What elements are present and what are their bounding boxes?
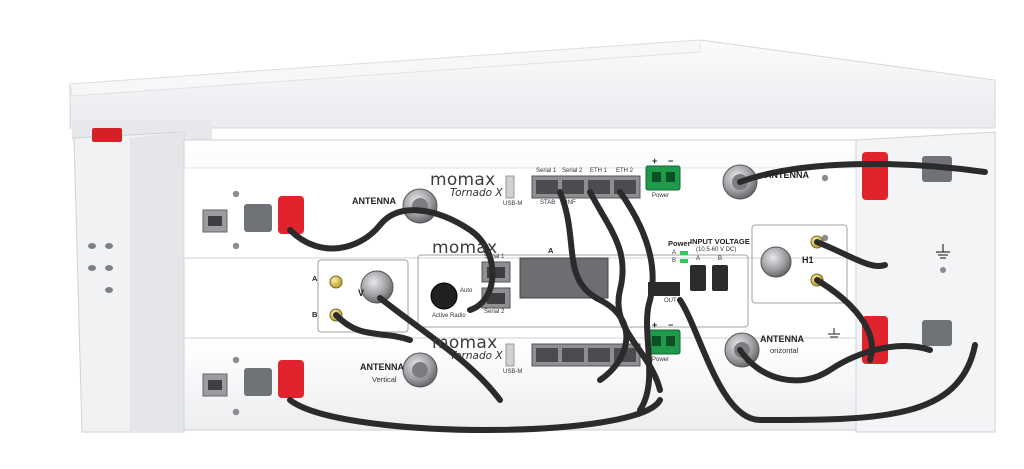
bottom-antenna-right-sub: orizontal [770, 346, 799, 355]
middle-terminal-a: A [696, 256, 701, 262]
top-port-eth2: ETH 2 [616, 168, 634, 174]
top-antenna-right-label: ANTENNA [765, 170, 809, 180]
top-port-stab: STAB [540, 200, 556, 206]
middle-input-voltage: INPUT VOLTAGE [690, 237, 750, 246]
middle-power-led-b: B [672, 258, 677, 264]
middle-section-v: V [358, 288, 365, 298]
ground-symbol-icon [936, 244, 950, 259]
top-usb-label: USB-M [503, 201, 523, 207]
coax-cables [287, 160, 988, 433]
bottom-unit-brand: momax [432, 333, 498, 353]
middle-auto-label: Auto [460, 288, 473, 294]
left-rack-bracket [73, 128, 185, 433]
red-latch-icon[interactable] [862, 152, 888, 200]
middle-section-h1: H1 [802, 255, 814, 265]
bottom-power-minus: − [668, 320, 674, 330]
bottom-antenna-left-sub: Vertical [372, 375, 397, 384]
middle-input-voltage-range: (10.5-60 V DC) [696, 247, 737, 253]
middle-unit-brand: momax [432, 238, 498, 258]
top-port-serial1: Serial 1 [536, 168, 557, 174]
top-power-minus: − [668, 156, 674, 166]
red-latch-icon[interactable] [278, 196, 304, 234]
bottom-usb-label: USB-M [503, 369, 523, 375]
middle-serial1-label: Serial 1 [484, 254, 505, 260]
middle-active-radio-label: Active Radio [432, 313, 466, 319]
bottom-power-label: Power [652, 357, 670, 363]
top-unit-brand: momax [430, 170, 496, 190]
bottom-antenna-left-label: ANTENNA [360, 362, 404, 372]
rear-housing [69, 39, 996, 140]
middle-terminal-b: B [718, 256, 723, 262]
middle-side-b: B [312, 310, 318, 319]
bottom-power-plus: + [652, 320, 658, 330]
top-unit-model: Tornado X [450, 187, 503, 199]
middle-power-led-a: A [672, 250, 677, 256]
middle-unit-panel [183, 224, 950, 339]
middle-serial2-label: Serial 2 [484, 309, 505, 315]
n-type-connector-icon[interactable] [760, 246, 792, 278]
top-port-inf: INF [566, 200, 576, 206]
top-port-eth1: ETH 1 [590, 168, 608, 174]
ground-symbol-icon [828, 328, 840, 338]
top-antenna-left-label: ANTENNA [352, 196, 396, 206]
middle-out-label: OUT [664, 298, 677, 304]
red-latch-icon[interactable] [92, 128, 122, 142]
bottom-antenna-right-label: ANTENNA [760, 334, 804, 344]
middle-channel-a: A [548, 246, 554, 255]
top-power-label: Power [652, 193, 670, 199]
middle-power-label: Power [668, 239, 691, 248]
active-radio-knob-icon[interactable] [430, 282, 458, 310]
top-port-serial2: Serial 2 [562, 168, 583, 174]
top-power-plus: + [652, 156, 658, 166]
middle-side-a: A [312, 274, 318, 283]
n-type-connector-icon[interactable] [360, 270, 394, 304]
bottom-unit-model: Tornado X [450, 350, 503, 362]
red-latch-icon[interactable] [278, 360, 304, 398]
